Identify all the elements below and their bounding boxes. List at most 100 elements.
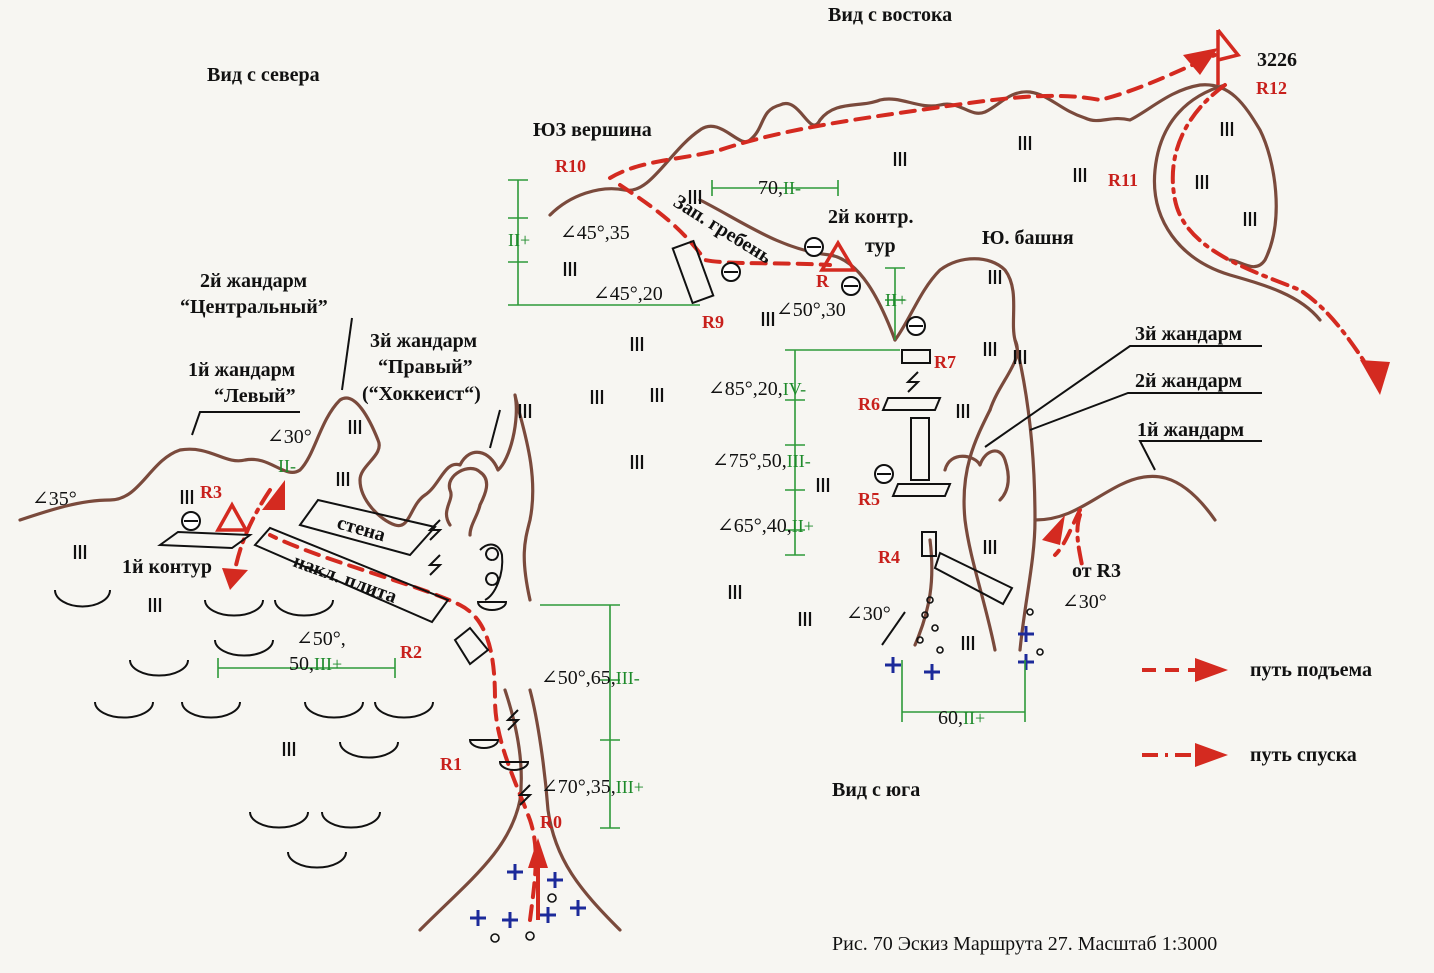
descent-arrow-north-left [222, 568, 248, 590]
stone-9 [1036, 648, 1044, 656]
cross-8 [924, 664, 940, 680]
stone-1 [490, 933, 500, 943]
legend: путь подъема путь спуска [1142, 658, 1372, 767]
rock-mark-3 [180, 490, 194, 504]
view-east: Вид с востока [828, 4, 952, 26]
leader-south-g1 [1138, 440, 1262, 471]
half-disc-1 [468, 739, 500, 749]
cross-10 [1018, 654, 1034, 670]
pitch-4: ∠30° [267, 426, 312, 448]
pitch-1: ∠70°,35,III+ [541, 776, 644, 798]
south-g1: 1й жандарм [1137, 419, 1244, 441]
stone-5 [921, 611, 929, 619]
descent-route-r3 [1075, 513, 1084, 567]
rock-mark-26 [728, 585, 742, 599]
pitch-15: ∠30° [1062, 591, 1107, 613]
rock-mark-10 [630, 337, 644, 351]
first-cairn-label: 1й контур [122, 556, 212, 578]
rock-mark-27 [798, 612, 812, 626]
rock-mark-13 [688, 190, 702, 204]
g3-name: “Правый” [378, 356, 473, 378]
ascent-route-r9 [618, 183, 832, 267]
point-r8: R [816, 271, 830, 291]
hatched-slab-r4 [933, 551, 1014, 606]
point-r9: R9 [702, 312, 724, 332]
point-r1: R1 [440, 754, 462, 774]
box-r7 [901, 349, 931, 364]
pitch-labels: ∠70°,35,III+ ∠50°,65,III- ∠50°, 50,III+ … [32, 177, 1107, 798]
south-gendarme-3 [943, 449, 1010, 502]
rock-mark-8 [650, 388, 664, 402]
point-r7: R7 [934, 352, 956, 372]
leader-g3 [489, 409, 501, 449]
west-ridge-label: Зап. гребень [669, 191, 776, 269]
scree-symbols [54, 589, 434, 869]
rock-mark-25 [961, 636, 975, 650]
ascent-route-north [268, 533, 538, 922]
g3-title: 3й жандарм [370, 330, 477, 352]
stone-10 [1026, 608, 1034, 616]
rock-mark-5 [336, 472, 350, 486]
rock-mark-12 [761, 312, 775, 326]
point-r11: R11 [1108, 170, 1138, 190]
ledge-r3 [157, 530, 253, 550]
point-r10: R10 [555, 156, 586, 176]
cross-1 [507, 864, 523, 880]
legend-ascent-label: путь подъема [1250, 659, 1372, 681]
from-r3-label: от R3 [1072, 560, 1121, 582]
leader-south-g2 [1029, 392, 1262, 431]
g1-name: “Левый” [214, 385, 296, 407]
box-pillar [910, 417, 930, 481]
view-south: Вид с юга [832, 779, 920, 801]
zigzag-5 [905, 371, 921, 393]
legend-descent-label: путь спуска [1250, 744, 1357, 766]
view-labels: Вид с севера Вид с востока Вид с юга [207, 4, 952, 801]
grade-line-70 [711, 180, 839, 196]
g3-alias: (“Хоккеист“) [362, 383, 481, 405]
inclined-slab [253, 526, 450, 624]
descent-arrow-east [1360, 360, 1390, 395]
cross-3 [470, 910, 486, 926]
cairn-2-icon [818, 239, 858, 272]
second-cairn-label-1: 2й контр. [828, 206, 914, 228]
wall-slab [298, 498, 437, 557]
gendarme-labels-south: 3й жандарм 2й жандарм 1й жандарм [1135, 323, 1244, 441]
ascent-arrow-summit [1183, 48, 1218, 75]
scree-13 [287, 851, 347, 869]
chimney-rings [479, 543, 504, 601]
east-ridge [548, 83, 1278, 269]
rock-mark-22 [1013, 350, 1027, 364]
pitch-3a: ∠50°, [296, 628, 346, 650]
pitch-9: 70,II- [758, 177, 801, 199]
north-ridge [18, 393, 535, 602]
summit-height: 3226 [1257, 49, 1297, 71]
pitch-3b: 50,III+ [289, 653, 342, 675]
grade-line-north-p3 [217, 658, 396, 678]
g1-title: 1й жандарм [188, 359, 295, 381]
south-g2: 2й жандарм [1135, 370, 1242, 392]
anchor-icon [874, 464, 894, 484]
ascent-arrow-south [1042, 515, 1065, 545]
scree-stones [490, 596, 1044, 943]
feature-labels: стена накл. плита от R3 [290, 512, 1121, 608]
point-r12: R12 [1256, 78, 1287, 98]
ridge-lines [18, 83, 1322, 932]
leader-r14 [881, 611, 906, 646]
rock-mark-29 [816, 478, 830, 492]
scree-8 [304, 701, 364, 719]
scree-6 [94, 701, 154, 719]
ascent-route-south [1053, 508, 1082, 557]
zigzag-1 [427, 519, 443, 541]
scree-12 [321, 811, 381, 829]
stone-8 [936, 646, 944, 654]
leader-lines [191, 317, 1262, 646]
point-r2: R2 [400, 642, 422, 662]
arrowheads [222, 48, 1390, 920]
north-couloir-left [418, 688, 523, 932]
anchor-markers [181, 237, 926, 531]
routes [233, 53, 1372, 922]
half-disc-3 [498, 761, 530, 771]
scree-11 [249, 811, 309, 829]
anchor-icon [721, 262, 741, 282]
